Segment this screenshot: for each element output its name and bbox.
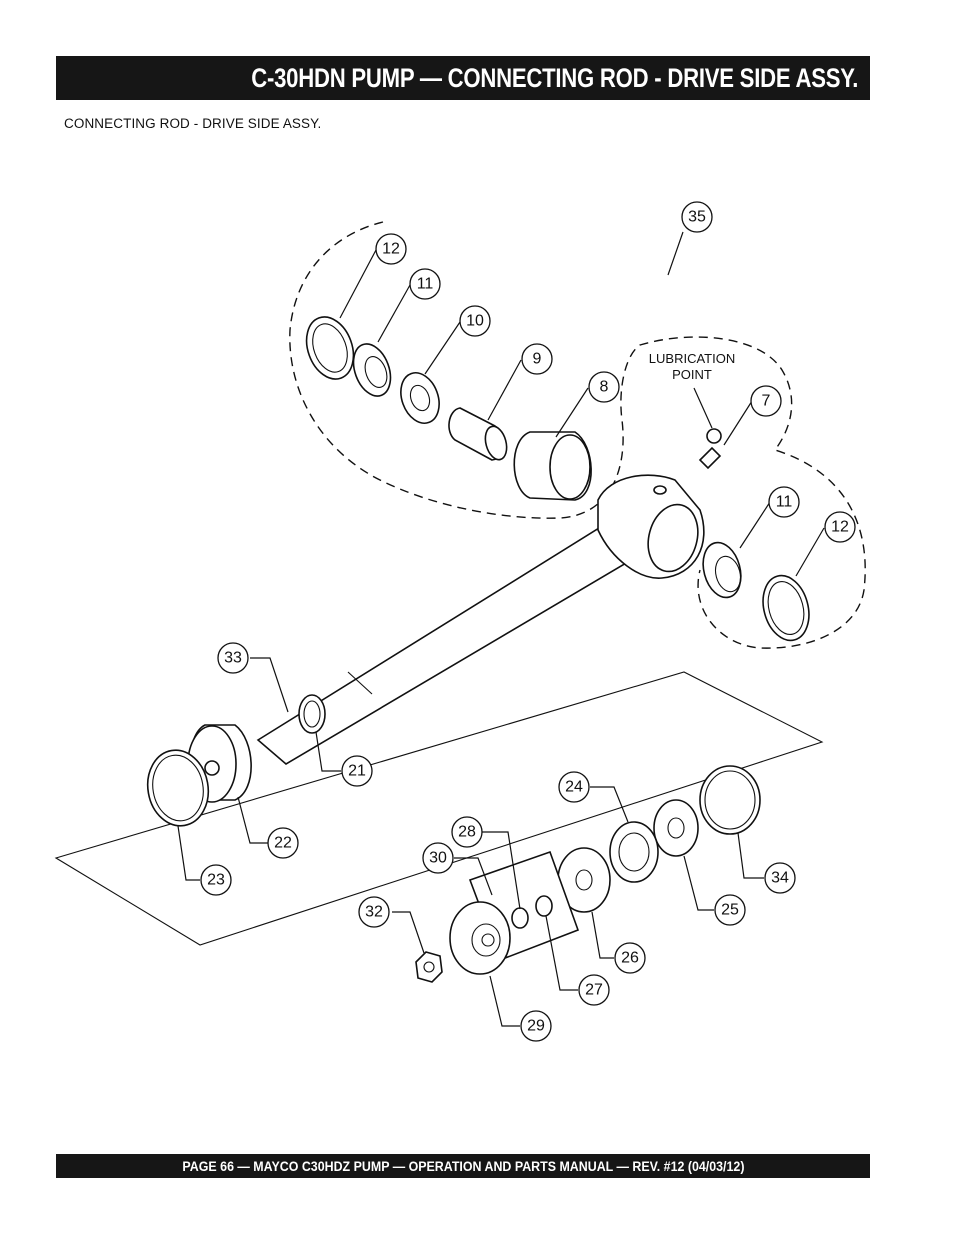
callout-28: 28 — [451, 816, 483, 848]
callout-35: 35 — [681, 201, 713, 233]
callout-34: 34 — [764, 862, 796, 894]
part-29-head-inner — [471, 923, 501, 957]
part-24-packing-inner — [618, 832, 650, 872]
callout-26: 26 — [614, 942, 646, 974]
lube-hole — [653, 485, 667, 495]
callout-11-lower: 11 — [768, 486, 800, 518]
callout-35-label: 35 — [688, 209, 706, 226]
part-12-ring-upper — [305, 316, 355, 380]
callout-9-label: 9 — [533, 351, 542, 368]
callout-23: 23 — [200, 864, 232, 896]
callout-28-label: 28 — [458, 824, 476, 841]
part-11-bearing-lower — [702, 541, 742, 599]
part-23-ring — [146, 749, 210, 827]
part-34-ring — [699, 765, 761, 835]
part-8-cup-bore — [549, 434, 591, 500]
callout-21-label: 21 — [348, 763, 366, 780]
callout-33-label: 33 — [224, 650, 242, 667]
callout-12-upper-label: 12 — [382, 241, 400, 258]
callout-32-label: 32 — [365, 904, 383, 921]
leader-lines — [177, 231, 825, 1027]
crosshead-plane — [54, 671, 824, 946]
callout-10: 10 — [459, 305, 491, 337]
callout-8-label: 8 — [600, 379, 609, 396]
part-24-packing — [609, 821, 659, 883]
part-23-ring-inner — [152, 754, 204, 822]
callout-22: 22 — [267, 827, 299, 859]
callout-8: 8 — [588, 371, 620, 403]
callout-27: 27 — [578, 974, 610, 1006]
part-11-bearing-upper — [352, 343, 392, 397]
callout-29-label: 29 — [527, 1018, 545, 1035]
callout-25: 25 — [714, 894, 746, 926]
callout-11-upper-label: 11 — [417, 276, 434, 293]
callout-32: 32 — [358, 896, 390, 928]
callout-12-upper: 12 — [375, 233, 407, 265]
callout-30-label: 30 — [429, 850, 447, 867]
lubrication-point-note: LUBRICATION POINT — [649, 351, 735, 382]
part-21-ring-inner — [303, 700, 321, 728]
callout-24: 24 — [558, 771, 590, 803]
callout-12-lower: 12 — [824, 511, 856, 543]
part-11-bearing-upper-inner — [364, 356, 388, 388]
part-7-fitting-head — [706, 428, 722, 444]
part-28-ring — [511, 907, 529, 929]
part-29-head — [449, 901, 511, 975]
callout-21: 21 — [341, 755, 373, 787]
callout-12-lower-label: 12 — [831, 519, 849, 536]
part-27-ring — [535, 895, 553, 917]
section-subtitle: CONNECTING ROD - DRIVE SIDE ASSY. — [64, 116, 322, 131]
part-12-ring-lower-inner — [767, 581, 805, 635]
callout-22-label: 22 — [274, 835, 292, 852]
title-bar: C-30HDN PUMP — CONNECTING ROD - DRIVE SI… — [56, 56, 870, 100]
callout-23-label: 23 — [207, 872, 225, 889]
callout-11-lower-label: 11 — [776, 494, 793, 511]
part-21-ring — [298, 694, 326, 734]
part-12-ring-upper-inner — [312, 323, 348, 373]
callout-24-label: 24 — [565, 779, 583, 796]
part-29-center — [481, 933, 495, 947]
callout-9: 9 — [521, 343, 553, 375]
part-22-center-hole — [204, 760, 220, 776]
callout-30: 30 — [422, 842, 454, 874]
part-26-cup-inner — [575, 869, 593, 891]
callout-25-label: 25 — [721, 902, 739, 919]
footer-text: PAGE 66 — MAYCO C30HDZ PUMP — OPERATION … — [181, 1158, 745, 1174]
callout-27-label: 27 — [585, 982, 603, 999]
part-25-washer — [653, 799, 699, 857]
part-32-nut-hole — [423, 961, 435, 973]
part-10-washer — [400, 372, 440, 424]
footer-bar: PAGE 66 — MAYCO C30HDZ PUMP — OPERATION … — [56, 1154, 870, 1178]
part-32-nut — [415, 951, 443, 983]
part-10-washer-inner — [409, 384, 431, 412]
lubrication-arrow — [693, 387, 713, 429]
part-25-washer-inner — [667, 817, 685, 839]
callout-7-label: 7 — [762, 393, 771, 410]
callout-11-upper: 11 — [409, 268, 441, 300]
page-title: C-30HDN PUMP — CONNECTING ROD - DRIVE SI… — [251, 62, 858, 93]
rod-eye-bore — [647, 503, 699, 573]
part-11-bearing-lower-inner — [714, 555, 742, 593]
callout-10-label: 10 — [466, 313, 484, 330]
lubrication-note-line1: LUBRICATION — [649, 351, 735, 366]
assembly-35-boundary — [289, 221, 866, 649]
rod-step-line — [347, 671, 373, 695]
callout-26-label: 26 — [621, 950, 639, 967]
callout-7: 7 — [750, 385, 782, 417]
part-7-grease-fitting — [698, 446, 722, 470]
part-9-sleeve-end — [484, 425, 508, 461]
lubrication-note-line2: POINT — [672, 367, 712, 382]
callout-33: 33 — [217, 642, 249, 674]
part-34-ring-inner — [704, 770, 756, 830]
callout-29: 29 — [520, 1010, 552, 1042]
callout-34-label: 34 — [771, 870, 789, 887]
